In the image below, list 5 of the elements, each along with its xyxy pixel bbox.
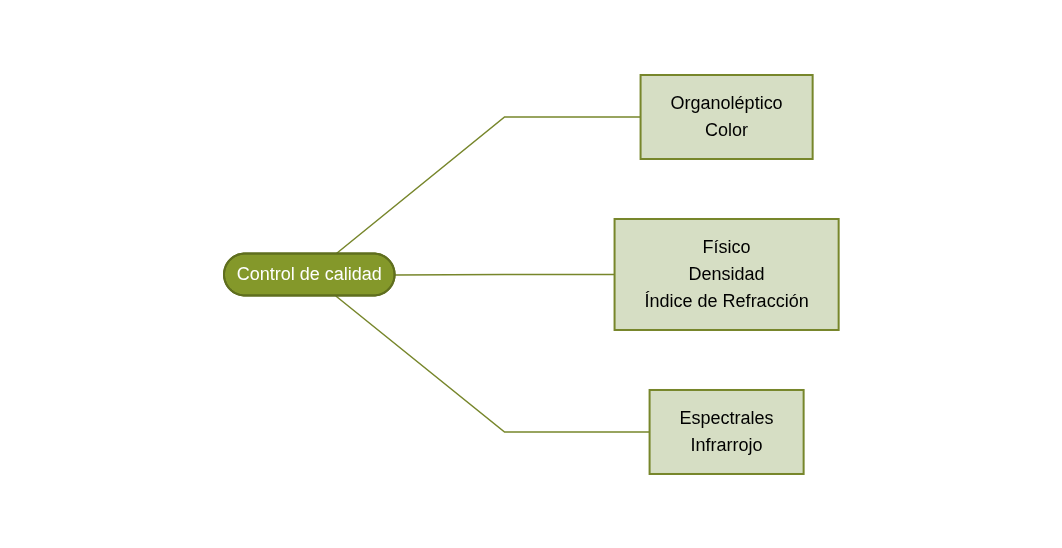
node-box: Organoléptico Color: [639, 73, 814, 160]
node-box: Espectrales Infrarrojo: [648, 388, 805, 475]
node-box: Físico Densidad Índice de Refracción: [613, 217, 840, 331]
connector: [334, 294, 650, 433]
connector: [394, 273, 615, 276]
